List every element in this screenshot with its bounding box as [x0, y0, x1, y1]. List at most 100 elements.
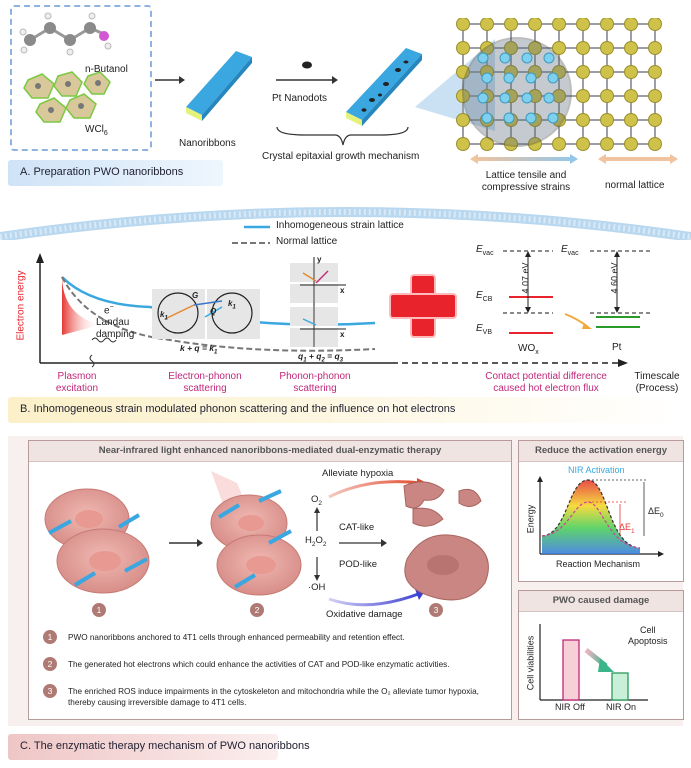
diagram-step-3: 3	[429, 603, 443, 617]
arrow-to-nanoribbon	[155, 76, 185, 84]
legend-normal: Normal lattice	[276, 236, 338, 247]
lattice-atom	[600, 18, 614, 31]
lattice-inner-atom	[503, 112, 515, 124]
wcl6-text: WCl	[85, 124, 104, 135]
wcl6-sub: 6	[103, 130, 108, 137]
section-c-band	[8, 734, 278, 760]
pp-x1: x	[340, 286, 345, 295]
lattice-atom	[648, 18, 662, 31]
x-axis-label: Timescale(Process)	[630, 371, 684, 395]
lattice-atom	[552, 137, 566, 151]
lattice-atom	[456, 89, 470, 103]
lattice-inner-atom	[481, 72, 493, 84]
oh-label: ·OH	[308, 582, 326, 593]
evac-right: Evac	[561, 244, 579, 257]
delta-e1: ΔE1	[619, 522, 635, 535]
lattice-atom	[552, 41, 566, 55]
nanoribbon-icon	[186, 51, 252, 121]
ecb-text: E	[476, 290, 483, 301]
lattice-atom	[504, 18, 518, 31]
lattice-inner-atom	[521, 92, 533, 104]
step-2-text: The generated hot electrons which could …	[68, 660, 450, 669]
lattice-strain-label: Lattice tensile and compressive strains	[476, 170, 576, 194]
therapy-illustration	[44, 471, 489, 607]
apoptosis-b: Apoptosis	[628, 636, 668, 646]
lattice-atom	[624, 41, 638, 55]
lattice-atom	[504, 41, 518, 55]
bar-nir-on	[611, 672, 629, 701]
pp-x2: x	[340, 330, 345, 339]
wcl6-label: WCl6	[85, 124, 108, 137]
activation-chart	[537, 476, 664, 557]
section-b-band	[8, 397, 683, 423]
lattice-inner-atom	[543, 92, 555, 104]
landau-label: Landau	[96, 317, 130, 328]
evac-left: Evac	[476, 244, 494, 257]
ep-label-g: G	[192, 291, 199, 300]
step-1-number: 1	[43, 630, 57, 644]
ep-equation: k + q = k1	[180, 343, 217, 356]
nir-activation-label: NIR Activation	[568, 465, 625, 475]
lattice-atom	[648, 65, 662, 79]
lattice-grid	[456, 18, 662, 151]
lattice-atom	[456, 41, 470, 55]
pt-nanodot-dot	[302, 61, 312, 69]
lattice-inner-atom	[543, 52, 555, 64]
energy-axis-label: Energy	[525, 504, 536, 534]
diagram-step-2: 2	[250, 603, 264, 617]
ecb-sub: CB	[482, 296, 493, 303]
o2-sub: 2	[318, 499, 323, 507]
n-butanol-molecule	[19, 12, 112, 56]
lattice-atom	[528, 137, 542, 151]
y-axis-label: Electron energy	[15, 270, 27, 341]
stage-plasmon-a: Plasmon	[57, 371, 97, 382]
o2-text: O	[311, 494, 319, 505]
lattice-inner-atom	[521, 52, 533, 64]
pt-nanoribbon-icon	[346, 48, 422, 126]
lattice-atom	[624, 18, 638, 31]
section-c-label: C. The enzymatic therapy mechanism of PW…	[20, 740, 310, 752]
stage-pp-a: Phonon-phonon	[279, 371, 351, 382]
red-cross-icon	[389, 274, 457, 338]
h2o2-o: O	[315, 535, 323, 546]
x-axis-a: Timescale	[634, 371, 680, 382]
lattice-atom	[576, 18, 590, 31]
cat-label: CAT-like	[339, 522, 375, 533]
wcl6-structure	[23, 71, 111, 123]
growth-brace	[276, 126, 409, 146]
lattice-inner-atom	[499, 52, 511, 64]
n-butanol-label: n-Butanol	[85, 64, 128, 75]
nir-off-label: NIR Off	[555, 702, 585, 712]
delta-e0-text: ΔE	[648, 506, 661, 516]
lattice-atom	[624, 65, 638, 79]
damage-chart	[539, 624, 648, 701]
lattice-inner-atom	[525, 112, 537, 124]
legend-inhomogeneous: Inhomogeneous strain lattice	[276, 220, 404, 231]
stage-ep-b: scattering	[183, 383, 227, 394]
h2o2-s1: 2	[311, 540, 316, 548]
nir-on-label: NIR On	[606, 702, 637, 712]
lattice-atom	[456, 113, 470, 127]
stage-contact-a: Contact potential difference	[485, 371, 607, 382]
stage-plasmon-b: excitation	[55, 383, 99, 394]
evb-text: E	[476, 323, 483, 334]
lattice-atom	[576, 89, 590, 103]
normal-lattice-label: normal lattice	[605, 180, 665, 191]
wox-sub: x	[535, 349, 539, 356]
therapy-card-title: Near-infrared light enhanced nanoribbons…	[29, 441, 511, 462]
lattice-zoom-cone	[415, 39, 495, 131]
x-axis-b: (Process)	[635, 383, 679, 394]
h2o2-label: H2O2	[305, 535, 327, 548]
ep-equation-sub: 1	[214, 349, 218, 356]
section-b-label: B. Inhomogeneous strain modulated phonon…	[20, 403, 456, 415]
damping-label: damping	[96, 329, 135, 340]
oxidative-label: Oxidative damage	[326, 609, 403, 620]
stage-contact-b: caused hot electron flux	[493, 383, 599, 394]
lattice-atom	[600, 65, 614, 79]
ep-label-q: Q	[210, 307, 217, 316]
lattice-atom	[480, 18, 494, 31]
pt-label: Pt	[612, 342, 622, 353]
